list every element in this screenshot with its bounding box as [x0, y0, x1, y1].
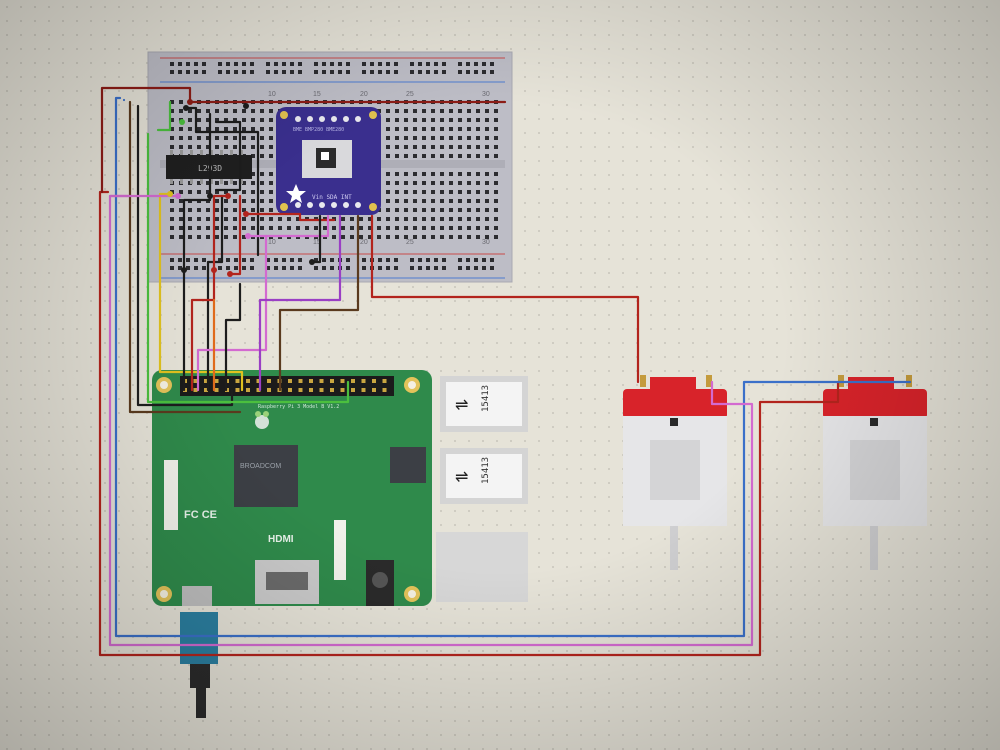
raspberry-pi-board[interactable]: Raspberry Pi 3 Model B V1.2 BROADCOM FC … — [152, 370, 528, 606]
wire-darkred-motor-left — [370, 214, 640, 384]
motor-left[interactable] — [623, 375, 727, 570]
lan-chip — [390, 447, 426, 483]
wire-black-1 — [136, 104, 234, 407]
wire-black-3 — [182, 112, 212, 392]
soc-chip — [234, 445, 298, 507]
wire-brown-2 — [278, 214, 360, 392]
wire-red-4 — [244, 212, 336, 222]
usb-port-label-top: 15413 — [481, 385, 491, 412]
wires — [98, 86, 912, 657]
row-number-30: 30 — [482, 91, 490, 98]
wire-yellow-1 — [158, 192, 244, 392]
row-number-bottom-25: 25 — [406, 239, 414, 246]
row-number-bottom-30: 30 — [482, 239, 490, 246]
usb-symbol-icon: ⇌ — [455, 397, 468, 414]
wire-darkred-top — [100, 86, 507, 194]
raspberry-logo-icon — [255, 411, 269, 429]
sensor-module[interactable]: BME BMP280 BME280 Vin SDA INT — [276, 107, 381, 215]
wire-black-2 — [184, 106, 260, 257]
wire-green-2 — [156, 100, 172, 132]
wire-green-1 — [146, 132, 350, 404]
wire-black-7 — [224, 282, 242, 392]
ethernet-port[interactable] — [436, 532, 528, 602]
row-number-bottom-10: 10 — [268, 239, 276, 246]
usb-port-label-bottom: 15413 — [481, 457, 491, 484]
sensor-pin-labels: Vin SDA INT — [312, 194, 352, 201]
wire-purple-1 — [258, 214, 342, 392]
row-number-bottom-15: 15 — [313, 239, 321, 246]
row-number-20: 20 — [360, 91, 368, 98]
hdmi-label: HDMI — [268, 534, 294, 545]
wire-pink-3 — [196, 234, 268, 392]
usb-port-top[interactable]: 15413 ⇌ — [440, 376, 528, 432]
usb-port-bottom[interactable]: 15413 ⇌ — [440, 448, 528, 504]
soc-chip-text: BROADCOM — [240, 463, 281, 470]
breadboard-row-numbers: 10 15 20 25 30 10 15 20 25 30 — [268, 91, 490, 246]
usb-symbol-icon: ⇌ — [455, 469, 468, 486]
gpio-header[interactable] — [180, 376, 394, 396]
micro-usb-port[interactable] — [182, 586, 212, 606]
sensor-header-text: BME BMP280 BME280 — [293, 127, 344, 133]
wire-endpoints — [167, 99, 315, 277]
fcc-ce-mark: FC CE — [184, 509, 217, 521]
display-connector — [164, 460, 178, 530]
board-model-text: Raspberry Pi 3 Model B V1.2 — [258, 404, 339, 410]
wire-pink-2 — [246, 214, 330, 238]
wire-red-motor-right — [98, 190, 840, 657]
wire-blue-motor-right — [114, 96, 912, 638]
audio-jack[interactable] — [366, 560, 394, 606]
row-number-25: 25 — [406, 91, 414, 98]
camera-connector — [334, 520, 346, 580]
wire-black-5 — [214, 120, 242, 192]
hdmi-port[interactable] — [255, 560, 319, 604]
motor-right[interactable] — [823, 375, 927, 570]
power-cable — [180, 612, 218, 718]
wire-red-3 — [228, 194, 242, 276]
star-logo-icon — [286, 184, 306, 203]
row-number-bottom-20: 20 — [360, 239, 368, 246]
wire-brown-1 — [128, 100, 242, 414]
row-number-15: 15 — [313, 91, 321, 98]
row-number-10: 10 — [268, 91, 276, 98]
